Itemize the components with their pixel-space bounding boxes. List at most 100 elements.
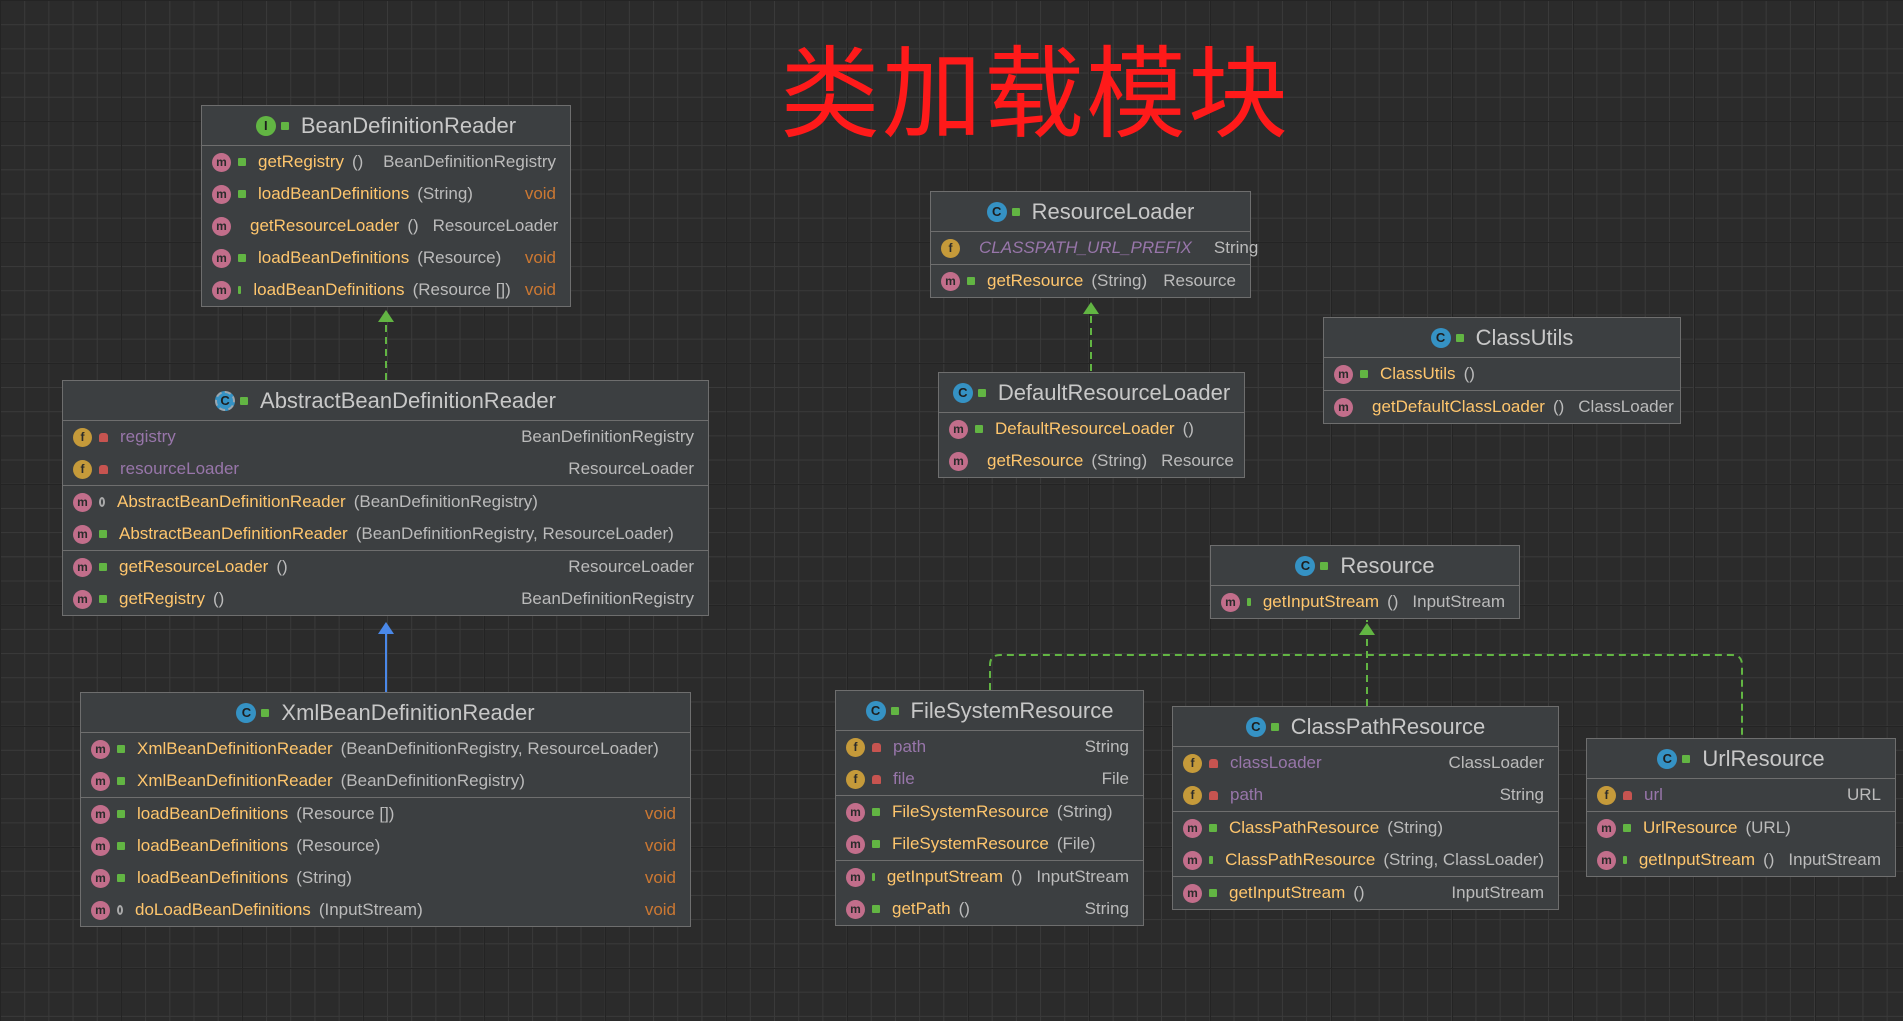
public-visibility-icon — [1247, 598, 1251, 606]
method-icon: m — [212, 280, 231, 300]
public-visibility-icon — [238, 286, 242, 294]
field-row[interactable]: f path String — [1173, 779, 1558, 811]
method-icon: m — [91, 836, 110, 856]
member-name: resourceLoader — [120, 459, 240, 478]
member-type: Resource — [1161, 451, 1234, 470]
extends-arrowhead — [378, 622, 394, 634]
member-name: path — [1230, 785, 1264, 804]
method-icon: m — [73, 589, 92, 609]
member-name: FileSystemResource — [892, 834, 1049, 853]
method-icon: m — [1334, 397, 1353, 417]
method-icon: m — [91, 771, 110, 791]
member-params: (String) — [1387, 818, 1443, 837]
member-params: (InputStream) — [318, 900, 423, 919]
abstract-class-icon: C — [215, 390, 236, 411]
package-visibility-icon — [99, 497, 105, 507]
member-name: ClassUtils — [1380, 364, 1456, 383]
member-type: ResourceLoader — [568, 557, 694, 576]
method-icon: m — [846, 899, 865, 919]
public-visibility-icon — [117, 745, 125, 753]
member-type: void — [524, 248, 556, 267]
private-lock-icon — [99, 464, 108, 474]
member-name: getRegistry — [258, 152, 344, 171]
public-visibility-icon — [977, 388, 986, 397]
class-icon: C — [1430, 327, 1451, 348]
member-type: BeanDefinitionRegistry — [383, 152, 556, 171]
public-visibility-icon — [1623, 824, 1631, 832]
public-visibility-icon — [1209, 824, 1217, 832]
member-name: loadBeanDefinitions — [258, 184, 410, 203]
field-icon: f — [1183, 785, 1202, 805]
class-name: DefaultResourceLoader — [997, 379, 1231, 405]
member-params: () — [1011, 867, 1023, 886]
member-type: InputStream — [1412, 592, 1505, 611]
member-name: path — [893, 737, 927, 756]
public-visibility-icon — [872, 840, 880, 848]
field-icon: f — [846, 769, 865, 789]
member-name: loadBeanDefinitions — [253, 280, 405, 299]
private-lock-icon — [1623, 790, 1632, 800]
member-name: AbstractBeanDefinitionReader — [119, 524, 348, 543]
public-visibility-icon — [975, 425, 983, 433]
member-name: doLoadBeanDefinitions — [135, 900, 311, 919]
member-params: () — [212, 589, 225, 608]
member-type: String — [1499, 785, 1544, 804]
private-lock-icon — [872, 742, 881, 752]
